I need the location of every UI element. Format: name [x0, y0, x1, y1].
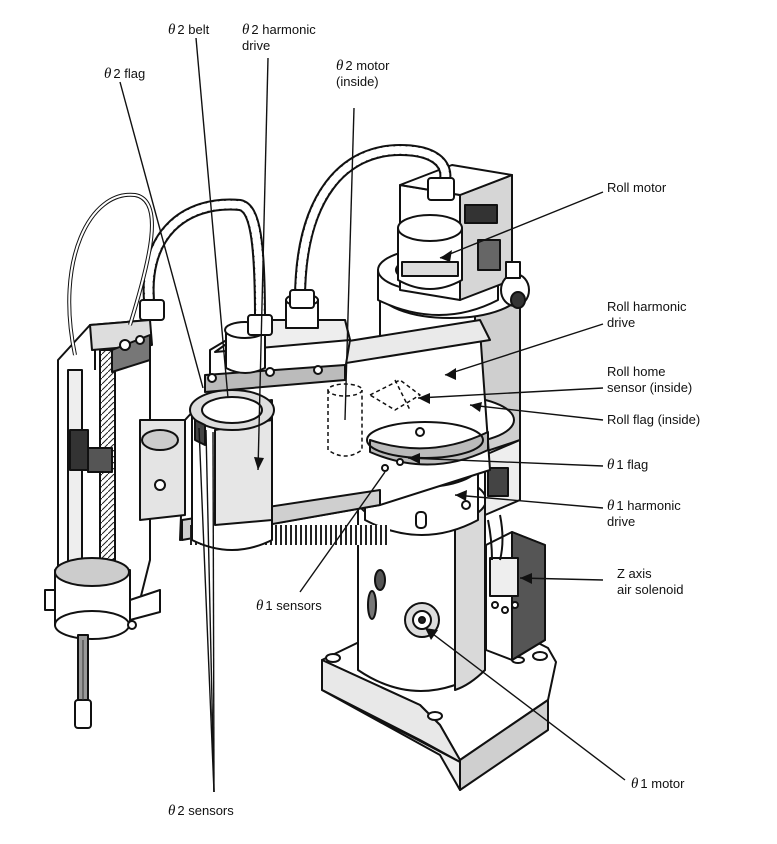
label-text: sensors [188, 803, 234, 818]
roll-motor [397, 214, 463, 290]
label-line2: drive [242, 38, 271, 53]
theta-symbol: θ [104, 66, 112, 82]
label-line1: Z axis [617, 566, 652, 581]
leader-roll-motor [439, 191, 604, 259]
theta-symbol: θ [336, 58, 344, 74]
leader-theta2-flag [119, 81, 204, 389]
label-text: motor [651, 776, 685, 791]
theta-index: 2 [345, 58, 353, 73]
leader-theta1-flag [407, 457, 604, 467]
label-roll-motor: Roll motor [607, 180, 666, 196]
theta-index: 2 [113, 66, 121, 81]
label-text: flag [627, 457, 649, 472]
tower-end-cap [500, 261, 530, 309]
theta-index: 2 [251, 22, 259, 37]
leader-theta2-sensors-b [205, 429, 215, 793]
label-z-axis-air-solenoid: Z axis air solenoid [617, 566, 684, 598]
label-text: Roll motor [607, 180, 667, 195]
label-roll-home-sensor: Roll home sensor (inside) [607, 364, 692, 396]
cable-conduit-right [294, 144, 452, 306]
quill-lower-housing [44, 557, 161, 640]
theta2-motor-inside [327, 379, 421, 457]
label-line1: harmonic [627, 498, 681, 513]
leader-theta2-sensors-c [212, 431, 215, 793]
label-line2: drive [607, 315, 636, 330]
leader-roll-home [417, 387, 604, 399]
label-line1: motor [356, 58, 390, 73]
theta-symbol: θ [242, 22, 250, 38]
theta-symbol: θ [607, 457, 615, 473]
label-roll-harmonic-drive: Roll harmonic drive [607, 299, 686, 331]
leader-theta2-sensors-a [198, 427, 215, 793]
label-text: Roll flag (inside) [607, 412, 701, 427]
elbow-bracket [139, 419, 186, 521]
leader-lines [119, 37, 626, 793]
leader-theta1-harmonic [454, 494, 604, 509]
theta-symbol: θ [168, 22, 176, 38]
theta-index: 1 [640, 776, 648, 791]
theta-index: 2 [177, 803, 185, 818]
leader-z-axis [519, 577, 604, 581]
theta2-harmonic-drive [189, 389, 275, 551]
label-line1: Roll harmonic [607, 299, 687, 314]
quill-shaft [74, 634, 92, 729]
cable-conduit-left [142, 198, 266, 326]
theta-symbol: θ [631, 776, 639, 792]
label-line2: drive [607, 514, 636, 529]
label-line2: sensor (inside) [607, 380, 693, 395]
cable-fittings [139, 177, 455, 336]
leader-theta2-belt [195, 37, 229, 399]
quill-assembly [57, 319, 153, 611]
air-hose-loop [67, 192, 154, 356]
label-text: sensors [276, 598, 322, 613]
theta-index: 1 [616, 498, 624, 513]
leader-theta1-motor [424, 627, 626, 781]
leader-theta1-sensors [299, 471, 386, 593]
theta-symbol: θ [168, 803, 176, 819]
label-text: belt [188, 22, 210, 37]
label-line2: air solenoid [617, 582, 684, 597]
theta-index: 2 [177, 22, 185, 37]
z-axis-solenoid [485, 514, 546, 661]
theta-symbol: θ [607, 498, 615, 514]
label-line1: harmonic [262, 22, 316, 37]
leader-theta2-motor [344, 107, 355, 421]
leader-roll-flag [469, 404, 604, 421]
label-roll-flag: Roll flag (inside) [607, 412, 700, 428]
theta-index: 1 [265, 598, 273, 613]
leader-theta2-harmonic [257, 57, 269, 471]
label-line1: Roll home [607, 364, 666, 379]
theta-symbol: θ [256, 598, 264, 614]
leader-roll-harmonic [444, 323, 604, 376]
theta-index: 1 [616, 457, 624, 472]
label-text: flag [124, 66, 146, 81]
label-line2: (inside) [336, 74, 379, 89]
leader-arrowheads [254, 250, 532, 640]
